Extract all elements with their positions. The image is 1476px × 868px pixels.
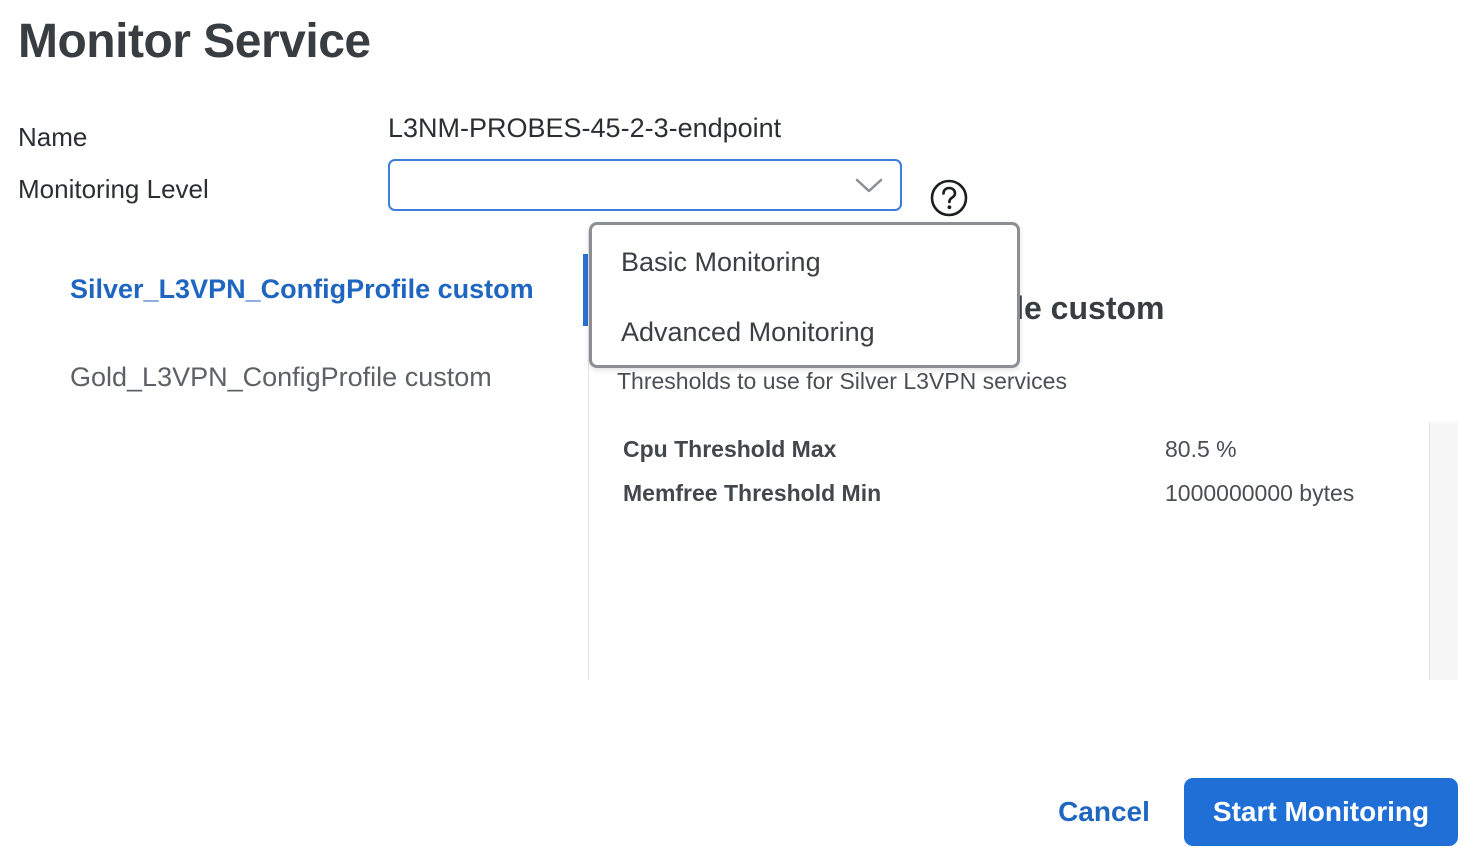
threshold-value: 80.5 % xyxy=(1165,436,1237,462)
profile-detail-description: Thresholds to use for Silver L3VPN servi… xyxy=(617,368,1067,394)
start-monitoring-button[interactable]: Start Monitoring xyxy=(1184,778,1458,846)
cancel-button[interactable]: Cancel xyxy=(1044,780,1164,844)
chevron-down-icon xyxy=(855,178,883,193)
monitoring-level-label: Monitoring Level xyxy=(18,174,209,204)
threshold-value: 1000000000 bytes xyxy=(1165,480,1355,506)
option-advanced-monitoring[interactable]: Advanced Monitoring xyxy=(621,317,875,347)
monitoring-level-select[interactable] xyxy=(388,159,902,211)
threshold-scrollbar[interactable] xyxy=(1429,422,1458,680)
profile-item-gold[interactable]: Gold_L3VPN_ConfigProfile custom xyxy=(70,362,492,392)
threshold-key: Memfree Threshold Min xyxy=(623,480,882,506)
name-label: Name xyxy=(18,122,88,152)
monitoring-level-dropdown: Basic Monitoring Advanced Monitoring xyxy=(589,222,1020,368)
question-circle-icon[interactable] xyxy=(930,179,968,217)
profile-item-silver[interactable]: Silver_L3VPN_ConfigProfile custom xyxy=(70,274,534,304)
page-title: Monitor Service xyxy=(18,15,371,68)
option-basic-monitoring[interactable]: Basic Monitoring xyxy=(621,247,821,277)
active-profile-indicator xyxy=(583,254,589,326)
threshold-list: Cpu Threshold Max 80.5 % Memfree Thresho… xyxy=(591,422,1431,680)
threshold-key: Cpu Threshold Max xyxy=(623,436,837,462)
service-name-value: L3NM-PROBES-45-2-3-endpoint xyxy=(388,113,782,143)
profile-detail-panel: Silver_L3VPN_ConfigProfile custom Thresh… xyxy=(588,230,1459,680)
